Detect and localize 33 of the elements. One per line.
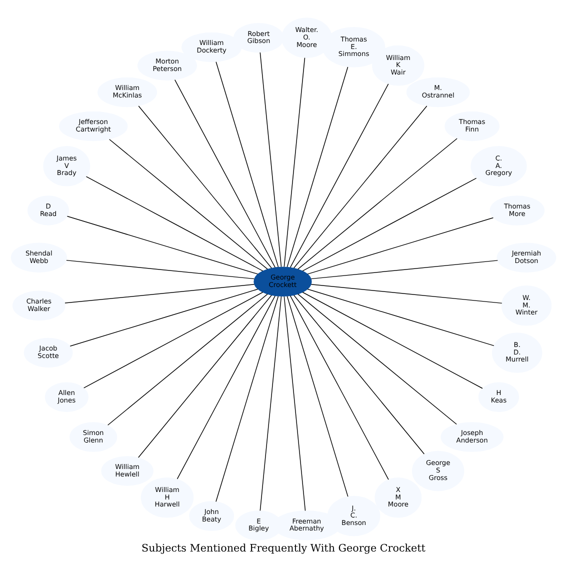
connector (66, 259, 255, 279)
connector (109, 138, 268, 270)
connector (70, 288, 258, 346)
connector (307, 288, 494, 346)
connector (64, 284, 255, 303)
connector (294, 294, 425, 454)
connector (310, 260, 498, 279)
connector (290, 294, 389, 480)
connector (138, 294, 272, 458)
connector (216, 61, 279, 267)
connector (107, 293, 268, 425)
connector (83, 291, 264, 388)
connector (286, 66, 348, 267)
connector (284, 56, 306, 267)
connector (66, 215, 258, 274)
connector (284, 296, 306, 511)
connector (307, 216, 494, 274)
connector (302, 291, 483, 388)
connector (138, 105, 272, 268)
connector (216, 295, 279, 502)
connector (286, 295, 348, 496)
connector (294, 105, 428, 268)
connector (86, 176, 264, 271)
connector (260, 52, 282, 267)
connector (298, 293, 457, 424)
connector (174, 78, 276, 268)
connector (298, 138, 458, 270)
connector (176, 294, 276, 479)
diagram-title: Subjects Mentioned Frequently With George Crockett (142, 542, 426, 554)
connector (290, 83, 389, 268)
connector (302, 177, 477, 271)
connector (310, 284, 502, 304)
connector (260, 296, 282, 511)
